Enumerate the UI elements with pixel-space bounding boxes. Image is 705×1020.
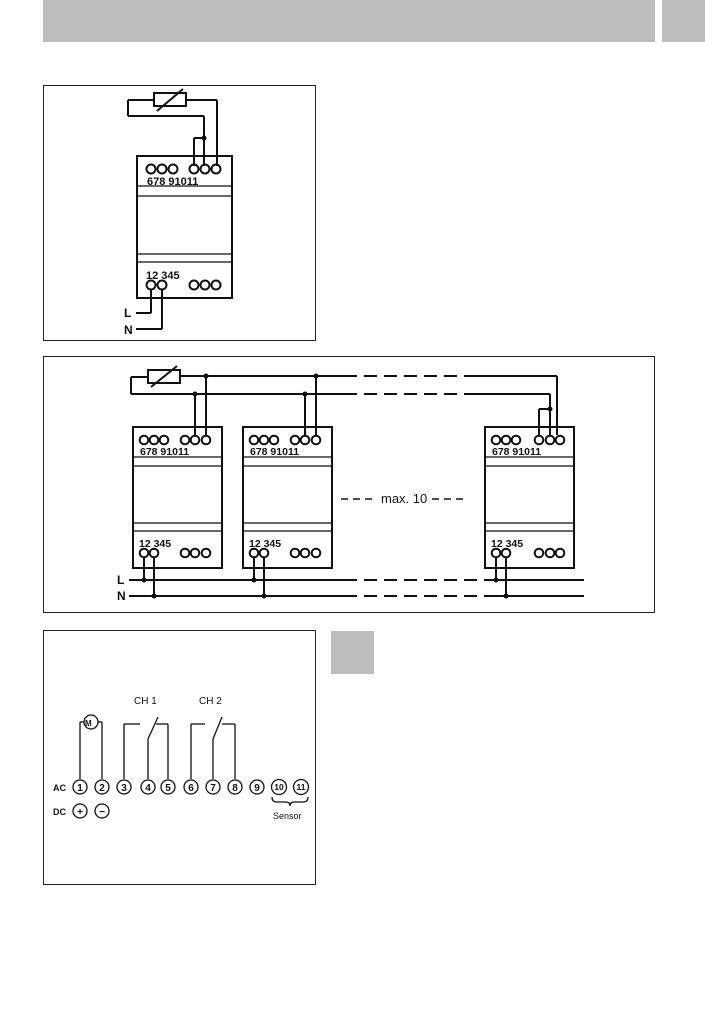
- terminal-5: 5: [165, 783, 171, 794]
- device-2-bottom-terminals: 12 345: [249, 538, 281, 550]
- ch1-label: CH 1: [134, 696, 157, 707]
- ch2-label: CH 2: [199, 696, 222, 707]
- terminal-1: 1: [77, 783, 83, 794]
- label-L: L: [117, 573, 124, 587]
- max-devices-label: max. 10: [381, 491, 427, 506]
- single-device-diagram: 678 91011 12 345 L N: [44, 86, 317, 342]
- terminal-8: 8: [232, 783, 238, 794]
- terminal-2: 2: [99, 783, 105, 794]
- terminal-6: 6: [188, 783, 194, 794]
- terminal-assignment-panel: M CH 1 CH 2 AC DC 1 2 3 4 5 6 7 8 9 10 1…: [43, 630, 316, 885]
- terminal-7: 7: [210, 783, 216, 794]
- dc-plus: +: [77, 807, 83, 818]
- dc-label: DC: [53, 807, 66, 817]
- device-2-top-terminals: 678 91011: [250, 446, 299, 458]
- dc-minus: −: [99, 807, 105, 818]
- device-1-bottom-terminals: 12 345: [139, 538, 171, 550]
- top-terminal-numbers: 678 91011: [147, 176, 198, 188]
- terminal-10: 10: [274, 782, 284, 792]
- multi-device-wiring-panel: 678 91011 12 345 678 91011 12 345 678 91…: [43, 356, 655, 613]
- label-N: N: [124, 323, 133, 337]
- bottom-terminal-numbers: 12 345: [146, 270, 180, 282]
- device-1-top-terminals: 678 91011: [140, 446, 189, 458]
- device-last-top-terminals: 678 91011: [492, 446, 541, 458]
- header-bar: [43, 0, 655, 42]
- terminal-3: 3: [121, 783, 127, 794]
- ac-label: AC: [53, 783, 66, 793]
- terminal-11: 11: [297, 782, 306, 792]
- label-N: N: [117, 589, 126, 603]
- single-device-wiring-panel: 678 91011 12 345 L N: [43, 85, 316, 341]
- terminal-diagram: M CH 1 CH 2 AC DC 1 2 3 4 5 6 7 8 9 10 1…: [44, 631, 317, 886]
- terminal-9: 9: [254, 783, 260, 794]
- section-marker-square: [331, 631, 374, 674]
- header-tab: [662, 0, 705, 42]
- terminal-4: 4: [145, 783, 151, 794]
- label-L: L: [124, 306, 131, 320]
- motor-symbol: M: [85, 719, 92, 728]
- sensor-label: Sensor: [273, 811, 302, 821]
- device-last-bottom-terminals: 12 345: [491, 538, 523, 550]
- multi-device-diagram: 678 91011 12 345 678 91011 12 345 678 91…: [44, 357, 656, 614]
